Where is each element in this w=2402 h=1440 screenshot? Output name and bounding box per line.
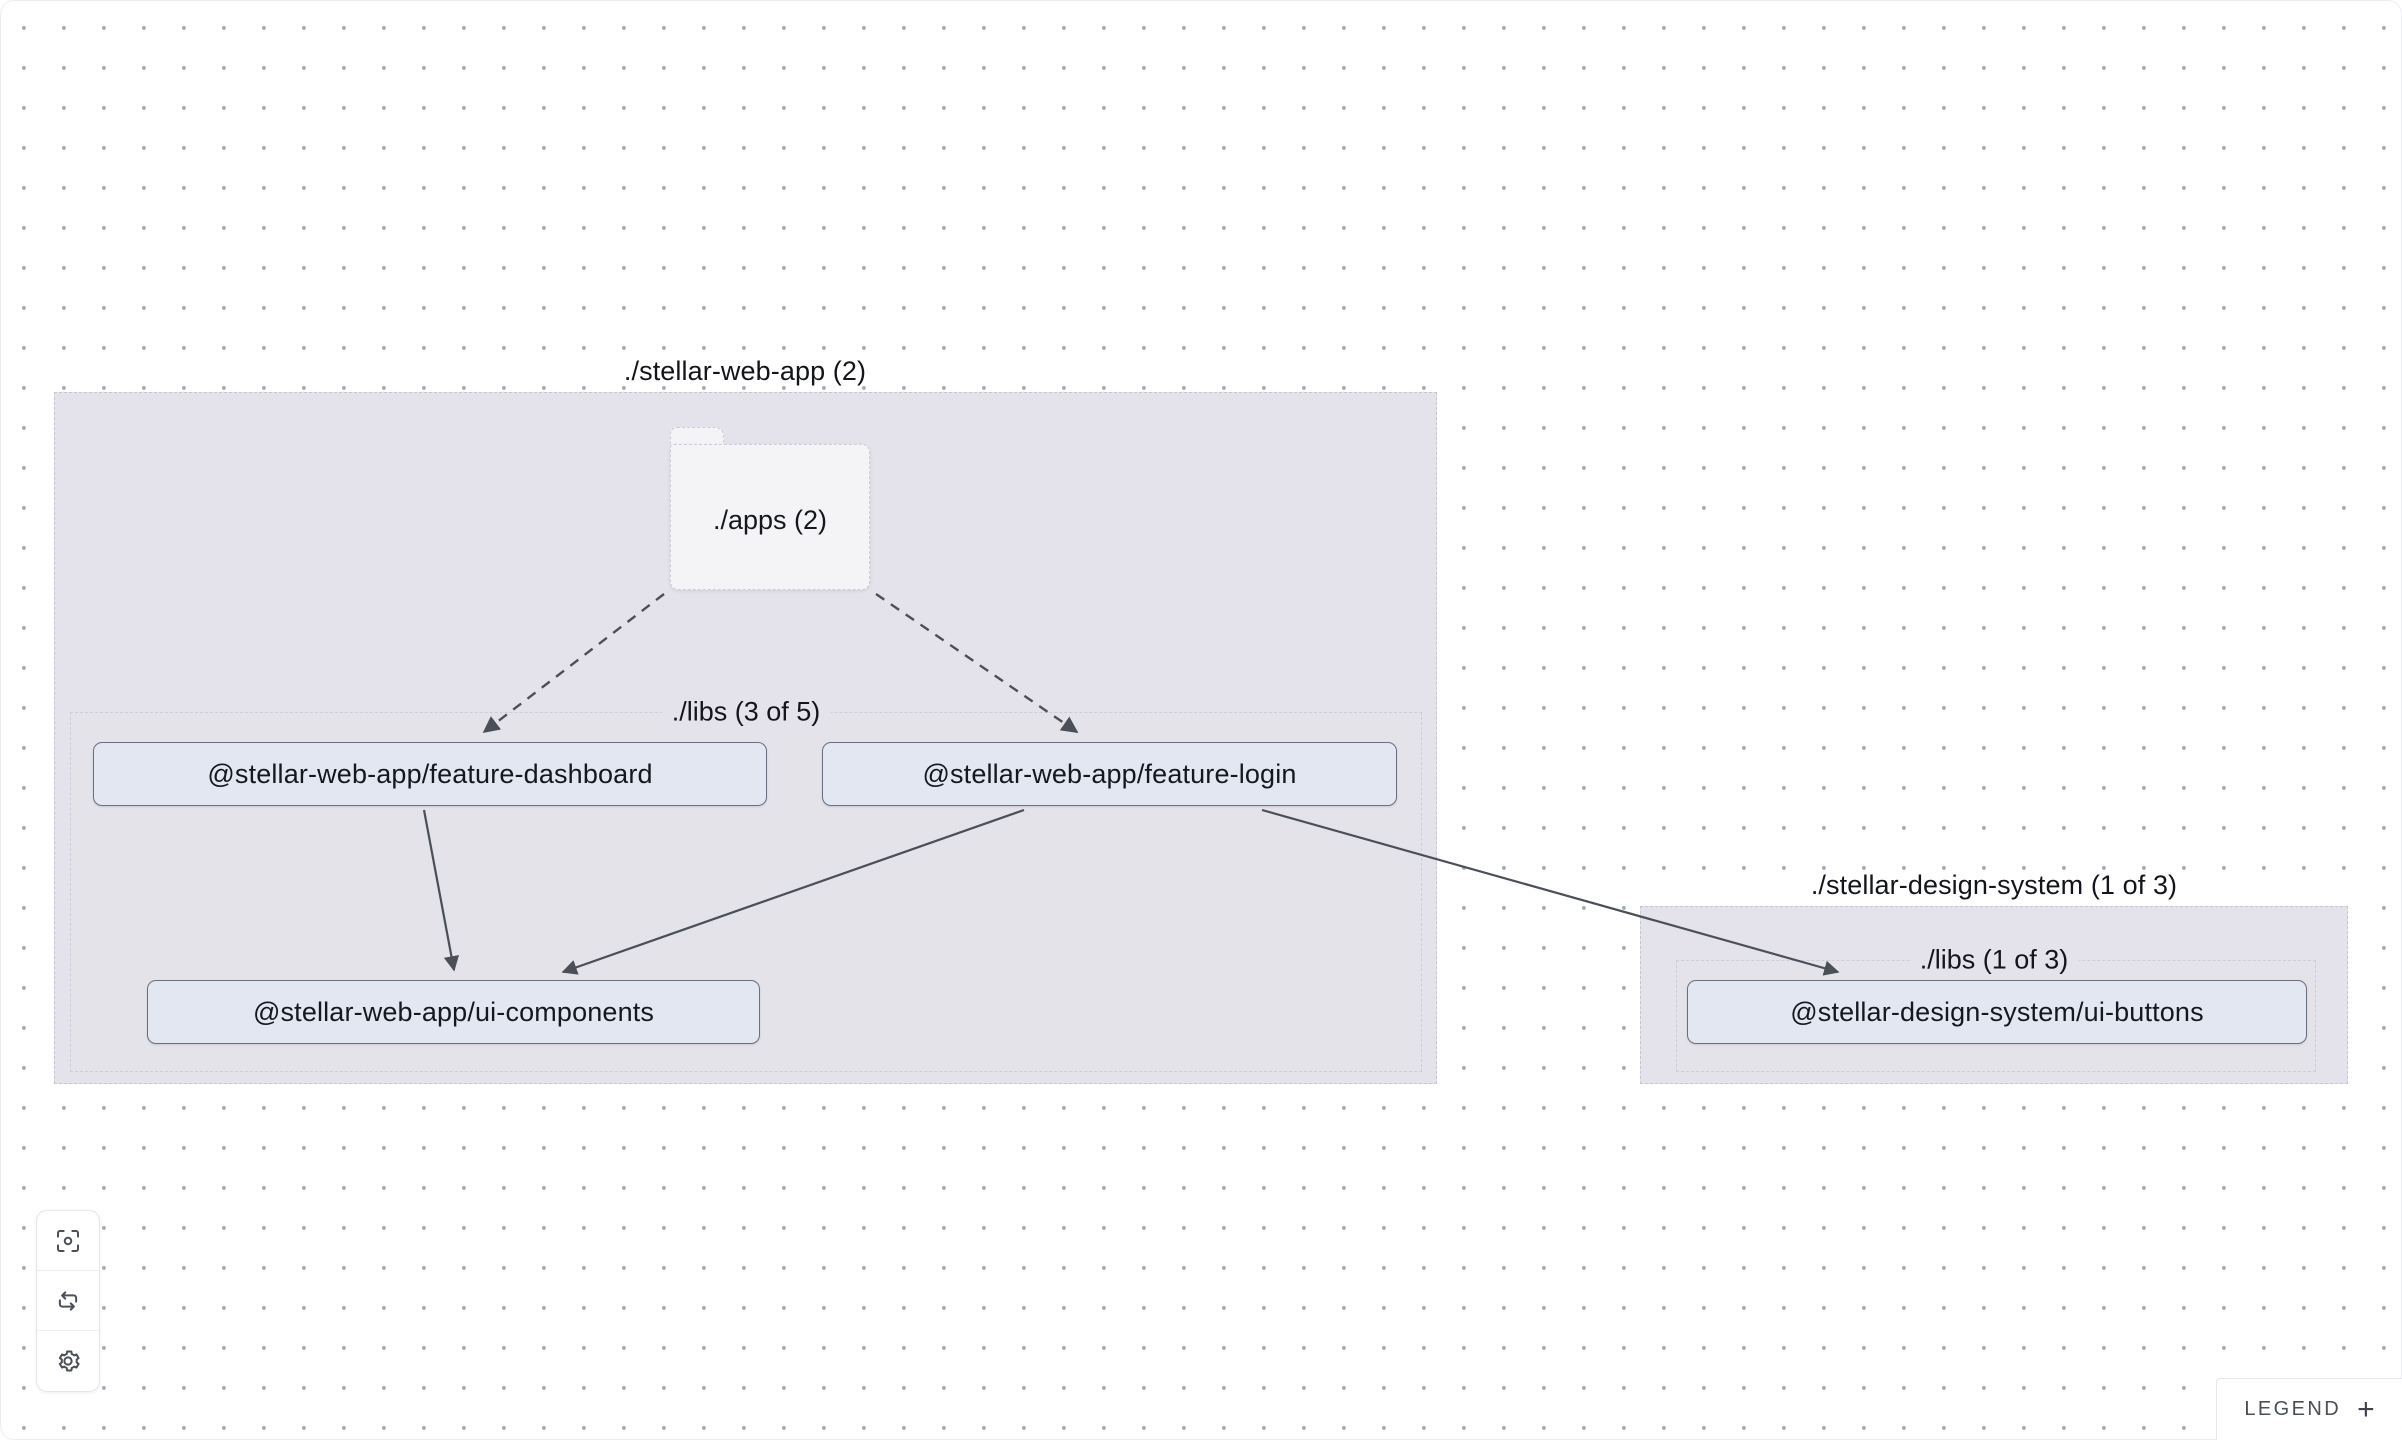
node-label-ui-components: @stellar-web-app/ui-components bbox=[252, 996, 655, 1027]
node-feature-login[interactable]: @stellar-web-app/feature-login bbox=[822, 742, 1397, 806]
refresh-graph-button[interactable] bbox=[37, 1271, 99, 1331]
folder-node-apps[interactable]: ./apps (2) bbox=[670, 427, 870, 590]
legend-label: LEGEND bbox=[2244, 1398, 2342, 1420]
node-ui-components[interactable]: @stellar-web-app/ui-components bbox=[147, 980, 760, 1044]
project-group-title-stellar-design-system: ./stellar-design-system (1 of 3) bbox=[1810, 870, 2178, 900]
node-label-ui-buttons: @stellar-design-system/ui-buttons bbox=[1790, 996, 2204, 1027]
refresh-icon bbox=[53, 1286, 83, 1316]
node-label-feature-dashboard: @stellar-web-app/feature-dashboard bbox=[207, 758, 653, 789]
folder-node-label-apps: ./apps (2) bbox=[712, 504, 828, 535]
folder-body-icon bbox=[670, 444, 870, 590]
libs-group-title-stellar-design-system: ./libs (1 of 3) bbox=[1909, 946, 2079, 974]
node-feature-dashboard[interactable]: @stellar-web-app/feature-dashboard bbox=[93, 742, 767, 806]
libs-group-title-stellar-web-app: ./libs (3 of 5) bbox=[661, 698, 831, 726]
project-group-title-stellar-web-app: ./stellar-web-app (2) bbox=[623, 356, 867, 386]
gear-icon bbox=[53, 1346, 83, 1376]
legend-panel[interactable]: LEGEND + bbox=[2216, 1378, 2402, 1440]
folder-tab-icon bbox=[670, 427, 724, 448]
node-ui-buttons[interactable]: @stellar-design-system/ui-buttons bbox=[1687, 980, 2307, 1044]
focus-graph-button[interactable] bbox=[37, 1211, 99, 1271]
node-label-feature-login: @stellar-web-app/feature-login bbox=[922, 758, 1297, 789]
legend-expand-icon[interactable]: + bbox=[2357, 1392, 2375, 1426]
settings-button[interactable] bbox=[37, 1331, 99, 1391]
graph-toolbar[interactable] bbox=[36, 1210, 100, 1392]
focus-target-icon bbox=[53, 1226, 83, 1256]
